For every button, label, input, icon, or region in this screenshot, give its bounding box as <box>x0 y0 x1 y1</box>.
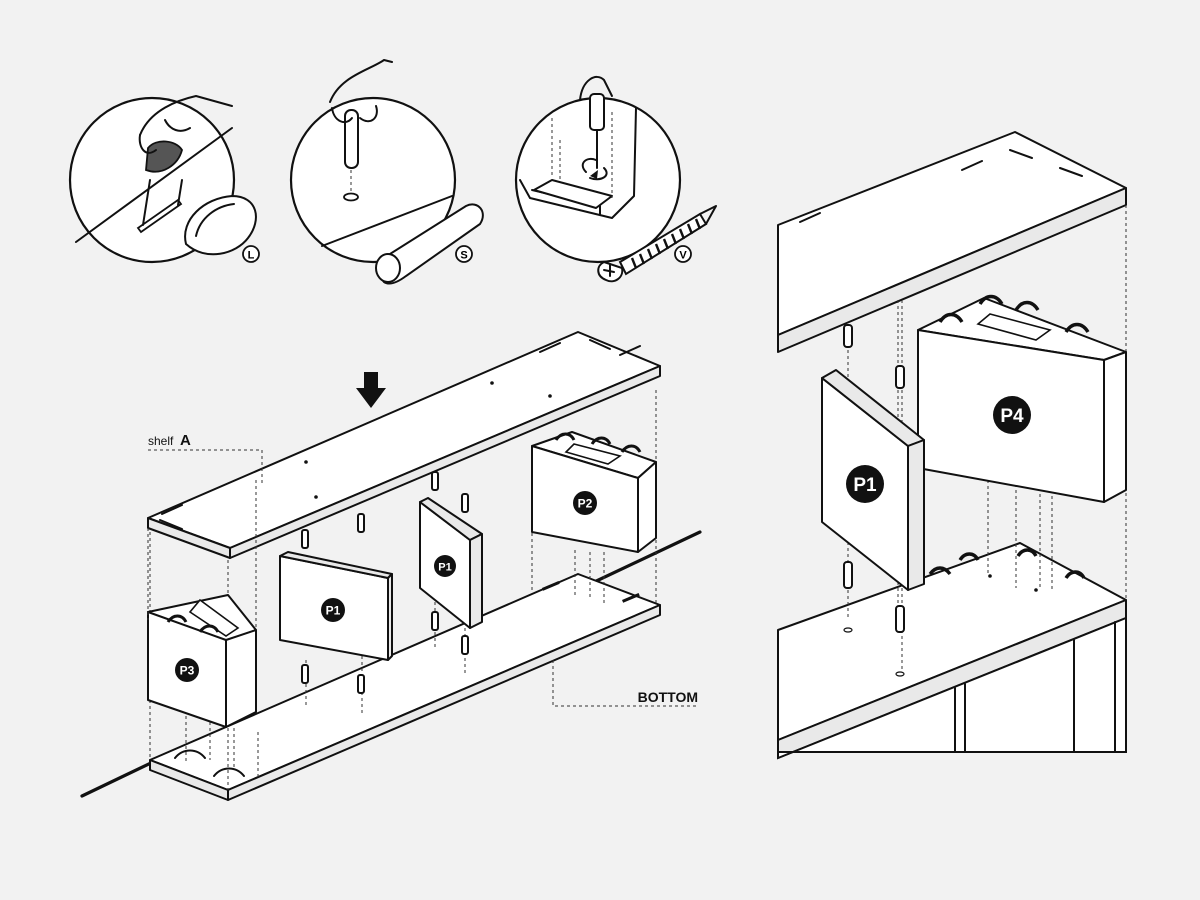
bottom-board <box>149 573 661 801</box>
screw-part <box>597 205 717 283</box>
callout-l: L <box>242 245 260 263</box>
callout-v: V <box>674 245 692 263</box>
callout-s-text: S <box>460 250 467 262</box>
panel-p3: P3 <box>147 594 257 728</box>
panel-p1-narrow-label: P1 <box>438 562 451 574</box>
panel-p1-wide-label: P1 <box>326 604 341 618</box>
shelf-prefix: shelf <box>148 434 174 448</box>
callout-s: S <box>455 245 473 263</box>
dowels-left <box>301 471 469 694</box>
detail-circle-screw <box>514 75 682 264</box>
shelf-guides <box>147 480 257 630</box>
panel-p2-label: P2 <box>578 497 593 511</box>
down-arrow-icon <box>356 372 386 408</box>
panel-p1-narrow: P1 <box>419 497 483 629</box>
shelf-letter: A <box>180 432 191 449</box>
right-detail-view: P4 P1 <box>777 131 1127 760</box>
detail-circle-dowel <box>289 59 484 285</box>
shelf-a-board <box>147 331 661 559</box>
panel-p1-right-label: P1 <box>853 475 877 496</box>
callout-l-text: L <box>248 250 255 262</box>
callout-v-text: V <box>679 250 687 262</box>
panel-p2: P2 <box>531 431 657 553</box>
panel-p1-wide: P1 <box>279 551 393 661</box>
panel-p3-label: P3 <box>180 664 195 678</box>
shelf-a-label: shelf A <box>148 432 263 485</box>
bottom-label-text: BOTTOM <box>638 689 698 705</box>
detail-circle-biscuit <box>68 95 257 264</box>
panel-p4-label: P4 <box>1000 406 1024 427</box>
bottom-label: BOTTOM <box>552 660 698 707</box>
